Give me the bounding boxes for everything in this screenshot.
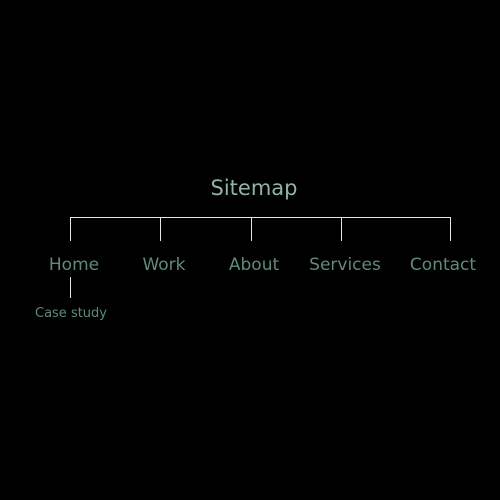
connector-drop-about [251,217,252,241]
node-home: Home [48,255,100,275]
connector-home-child [70,277,71,298]
connector-drop-contact [450,217,451,241]
node-work: Work [142,255,186,275]
connector-drop-services [341,217,342,241]
node-about: About [228,255,280,275]
connector-drop-home [70,217,71,241]
connector-drop-work [160,217,161,241]
node-services: Services [309,255,381,275]
connector-horizontal [70,217,451,218]
node-case-study: Case study [34,306,108,321]
node-contact: Contact [409,255,477,275]
sitemap-title: Sitemap [210,176,298,200]
